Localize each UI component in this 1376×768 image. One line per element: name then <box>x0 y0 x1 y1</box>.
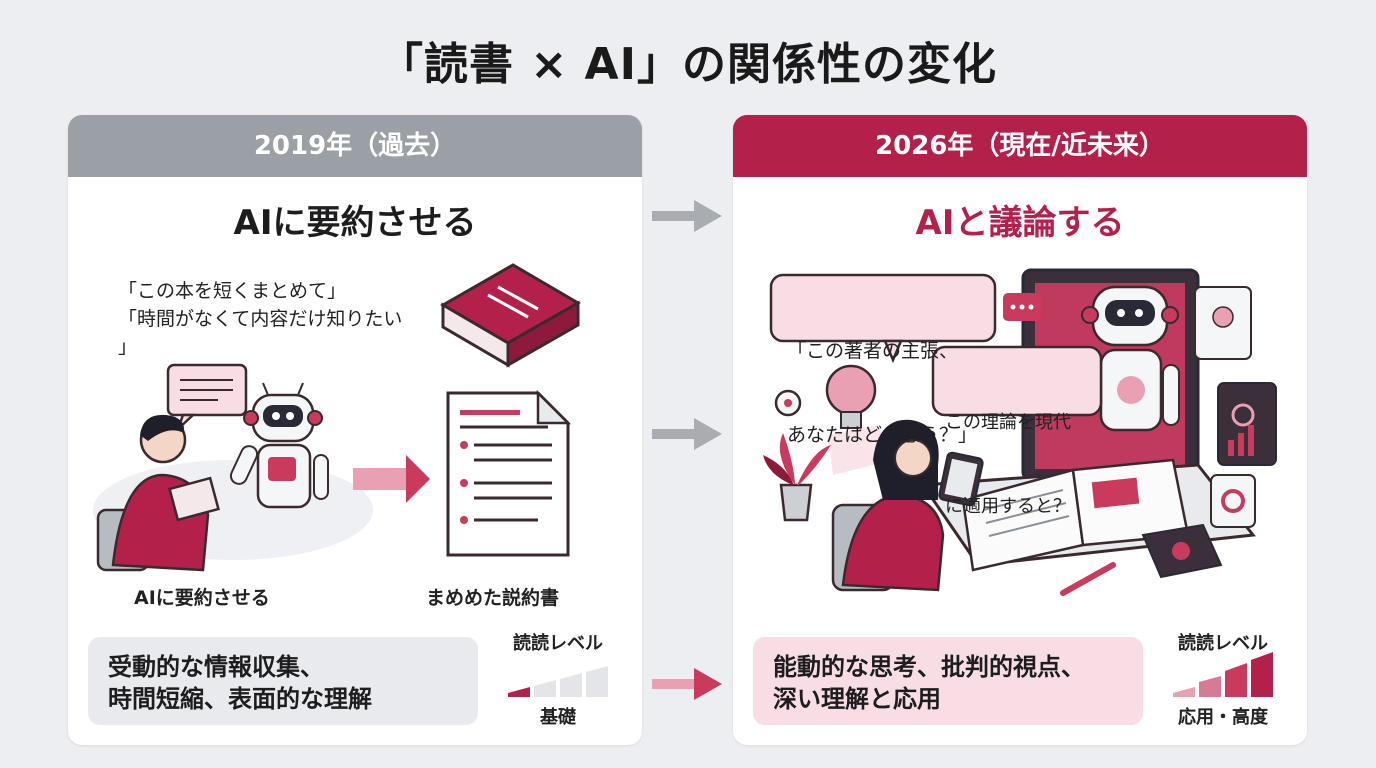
bubble-line: 「この著者の主張、 <box>787 340 959 362</box>
level-bar <box>586 666 608 697</box>
plant-icon <box>763 433 831 522</box>
future-panel-subtitle: AIと議論する <box>915 203 1125 243</box>
gear-card-icon <box>1210 474 1256 528</box>
future-illustration <box>763 268 1277 697</box>
request-quote: 「この本を短くまとめて」 「時間がなくて内容だけ知りたい 」 <box>118 277 402 361</box>
bubble-line: に適用すると？ <box>945 496 1071 517</box>
summary-line: 受動的な情報収集、 <box>108 653 324 681</box>
pen-icon <box>1060 562 1116 596</box>
past-summary: 受動的な情報収集、 時間短縮、表面的な理解 <box>88 637 478 725</box>
summary-document-icon <box>446 389 572 557</box>
future-panel-header: 2026年（現在/近未来） <box>733 115 1307 177</box>
chat-icon <box>1003 293 1041 321</box>
caption-document: まめめた説約書 <box>426 587 560 609</box>
arrow-right-icon <box>353 455 430 503</box>
page-title: 「読書 × AI」の関係性の変化 <box>379 39 997 90</box>
past-panel-header: 2019年（過去） <box>68 115 642 177</box>
past-panel: 2019年（過去） AIに要約させる 「この本を短くまとめて」 「時間がなくて内… <box>68 115 642 745</box>
quote-line: 」 <box>118 336 138 358</box>
level-bar <box>560 673 582 697</box>
tablet-icon <box>1141 523 1223 579</box>
reading-level-bars <box>1173 652 1273 697</box>
discussion-text: この理論を現代 に適用すると？ <box>945 353 1071 577</box>
discussion-bubble <box>931 345 1103 417</box>
arrow-right-icon <box>652 200 722 232</box>
gear-icon <box>774 389 802 417</box>
reader-person-icon <box>831 419 984 592</box>
reading-level-bars <box>508 666 608 697</box>
quote-line: 「時間がなくて内容だけ知りたい <box>118 308 403 330</box>
level-bar <box>508 687 530 697</box>
level-bar <box>1173 687 1195 697</box>
level-bar <box>1225 663 1247 697</box>
chart-card-icon <box>1217 382 1277 466</box>
summary-line: 能動的な思考、批判的視点、 <box>773 653 1085 681</box>
future-panel: 2026年（現在/近未来） AIと議論する <box>733 115 1307 745</box>
future-summary: 能動的な思考、批判的視点、 深い理解と応用 <box>753 637 1143 725</box>
bubble-line: この理論を現代 <box>945 412 1071 433</box>
level-title: 読読レベル <box>1178 633 1268 654</box>
bubble-line: あなたはどう思う？」 <box>787 424 978 446</box>
reader-person-icon <box>96 414 220 572</box>
arrow-right-icon <box>652 668 722 700</box>
quote-line: 「この本を短くまとめて」 <box>118 280 347 302</box>
open-book-icon <box>961 458 1190 572</box>
robot-icon <box>1081 285 1180 432</box>
arrow-right-icon <box>652 418 722 450</box>
past-illustration <box>93 263 608 697</box>
book-icon <box>440 263 581 368</box>
summary-line: 深い理解と応用 <box>773 685 941 713</box>
past-panel-subtitle: AIに要約させる <box>233 203 477 243</box>
caption-summarize: AIに要約させる <box>134 587 270 609</box>
level-bar <box>1199 676 1221 697</box>
robot-icon <box>229 382 329 509</box>
idea-card-icon <box>1194 286 1252 360</box>
level-value: 応用・高度 <box>1178 707 1268 728</box>
summary-line: 時間短縮、表面的な理解 <box>108 685 372 713</box>
level-title: 読読レベル <box>513 633 603 654</box>
question-text: 「この著者の主張、 あなたはどう思う？」 <box>787 281 977 505</box>
level-bar <box>534 680 556 697</box>
level-bar <box>1251 652 1273 697</box>
level-value: 基礎 <box>540 707 576 728</box>
question-bubble <box>769 273 997 343</box>
chat-bubble-icon <box>166 363 248 430</box>
